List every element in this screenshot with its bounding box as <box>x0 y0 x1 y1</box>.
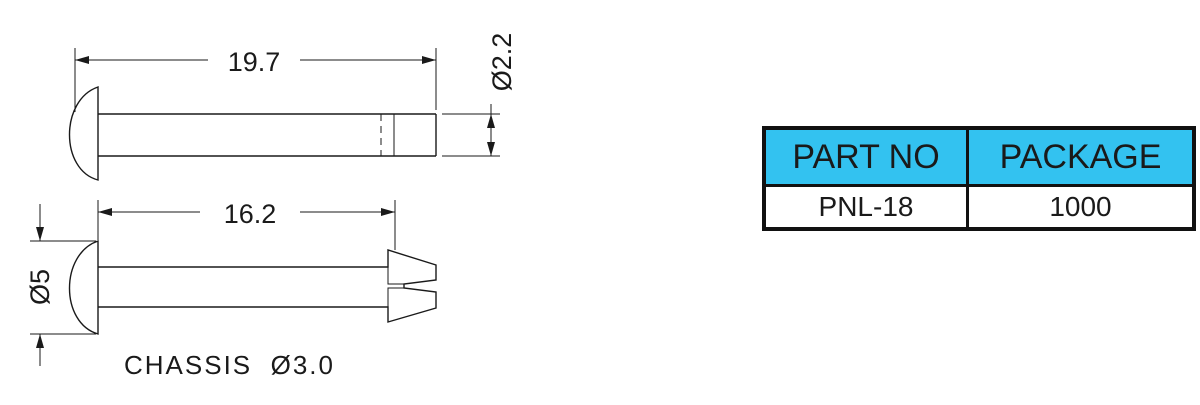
top-rivet-head <box>68 86 99 181</box>
shaft-diameter-label: Ø2.2 <box>487 33 517 92</box>
top-rivet-view <box>68 86 437 181</box>
arrow-top <box>36 227 44 241</box>
arrow-right <box>422 56 436 64</box>
table-header-row: PART NO PACKAGE <box>762 126 1196 187</box>
bottom-shank-outline <box>98 249 437 323</box>
cell-part-no: PNL-18 <box>762 184 969 231</box>
head-diameter-label: Ø5 <box>25 269 55 305</box>
arrow-bottom <box>36 334 44 348</box>
arrow-right <box>381 208 395 216</box>
bottom-split-slot <box>387 267 404 307</box>
bottom-rivet-view <box>68 240 437 335</box>
arrow-top <box>487 114 495 128</box>
header-package: PACKAGE <box>966 126 1196 187</box>
table-row: PNL-18 1000 <box>762 184 1196 231</box>
cell-package: 1000 <box>966 184 1196 231</box>
arrow-bottom <box>487 142 495 156</box>
bottom-rivet-head <box>68 240 99 335</box>
dimension-overall-length: 19.7 <box>74 47 437 112</box>
arrow-left <box>75 56 89 64</box>
header-part-no: PART NO <box>762 126 969 187</box>
part-table: PART NO PACKAGE PNL-18 1000 <box>762 126 1196 231</box>
chassis-hole-note: CHASSIS Ø3.0 <box>124 350 335 380</box>
dimension-head-diameter: Ø5 <box>25 204 96 366</box>
dimension-shank-length: 16.2 <box>97 199 396 250</box>
dimension-shaft-diameter: Ø2.2 <box>442 33 517 157</box>
overall-length-label: 19.7 <box>228 47 281 77</box>
shank-length-label: 16.2 <box>224 199 277 229</box>
arrow-left <box>98 208 112 216</box>
